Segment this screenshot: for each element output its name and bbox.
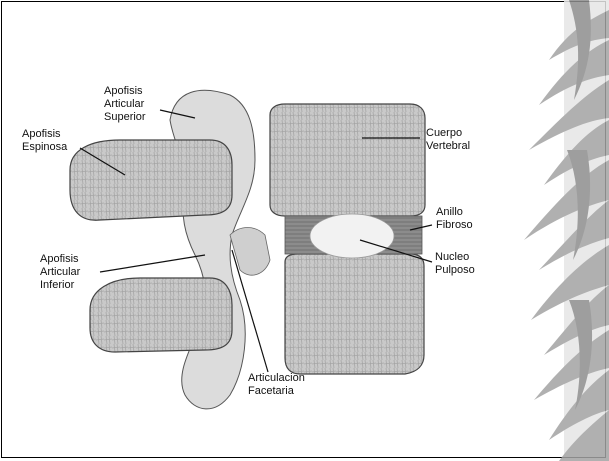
- nucleus-pulposus-shape: [310, 214, 394, 258]
- label-apofisis-articular-inferior: Apofisis Articular Inferior: [40, 253, 80, 292]
- label-articulacion-facetaria: Articulacion Facetaria: [248, 372, 305, 398]
- vertebral-body-lower: [285, 254, 424, 374]
- label-nucleo-pulposo: Nucleo Pulposo: [435, 251, 475, 277]
- label-cuerpo-vertebral: Cuerpo Vertebral: [426, 127, 470, 153]
- posterior-arch: [170, 90, 270, 409]
- spinous-process-upper: [70, 140, 232, 220]
- spinous-process-lower: [90, 278, 232, 352]
- label-apofisis-espinosa: Apofisis Espinosa: [22, 128, 67, 154]
- vertebral-body-upper: [270, 104, 425, 216]
- intervertebral-disc: [285, 214, 422, 258]
- label-anillo-fibroso: Anillo Fibroso: [436, 206, 473, 232]
- label-apofisis-articular-superior: Apofisis Articular Superior: [104, 85, 146, 124]
